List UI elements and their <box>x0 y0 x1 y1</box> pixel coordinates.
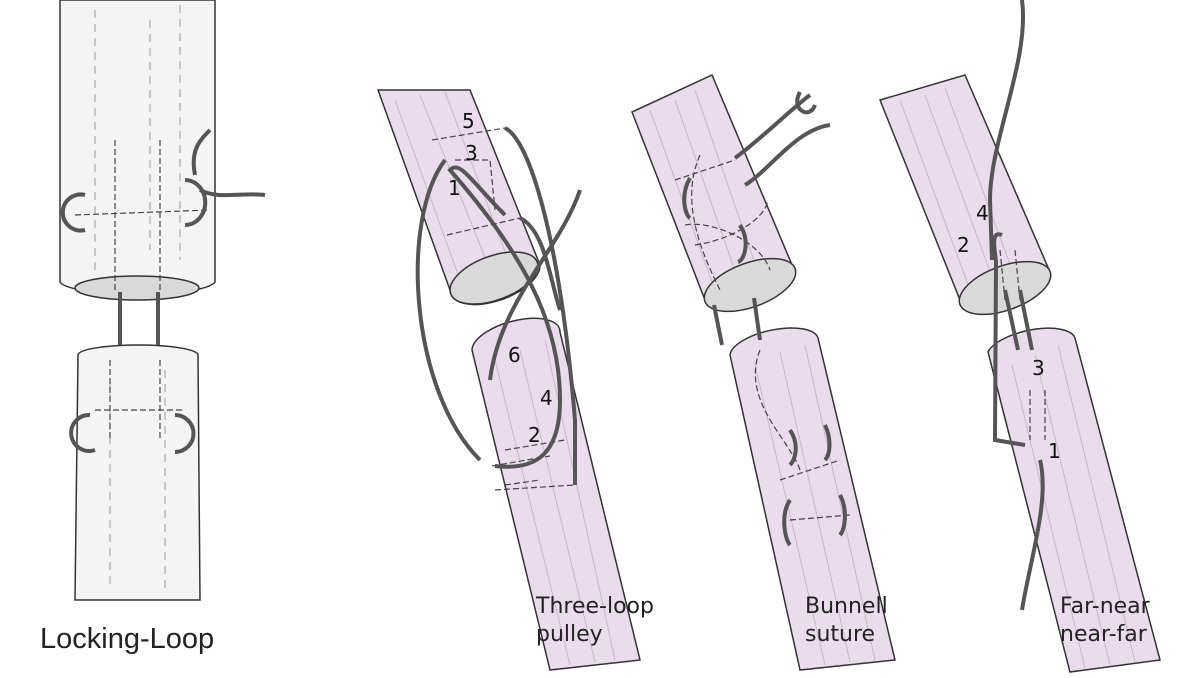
caption-three-loop-line2: pulley <box>536 622 603 647</box>
step-number: 3 <box>465 141 478 165</box>
caption-bunnell-line1: Bunnell <box>805 594 888 619</box>
step-number: 1 <box>448 176 461 200</box>
locking-loop-illustration <box>59 0 266 601</box>
caption-three-loop-line1: Three-loop <box>535 594 654 619</box>
three-loop-pulley-illustration <box>376 89 641 671</box>
step-number: 4 <box>540 386 553 410</box>
step-number: 6 <box>508 343 521 367</box>
caption-far-near-line1: Far-near <box>1060 594 1151 619</box>
bunnell-suture-illustration <box>631 73 896 671</box>
far-near-near-far-illustration <box>878 0 1161 673</box>
step-number: 3 <box>1032 356 1045 380</box>
step-number: 1 <box>1048 439 1061 463</box>
caption-far-near-line2: near-far <box>1060 622 1148 647</box>
caption-locking-loop: Locking-Loop <box>40 623 214 655</box>
caption-bunnell-line2: suture <box>805 622 875 647</box>
step-number: 2 <box>957 233 970 257</box>
step-number: 5 <box>462 109 475 133</box>
step-number: 2 <box>528 423 541 447</box>
step-number: 4 <box>976 201 989 225</box>
